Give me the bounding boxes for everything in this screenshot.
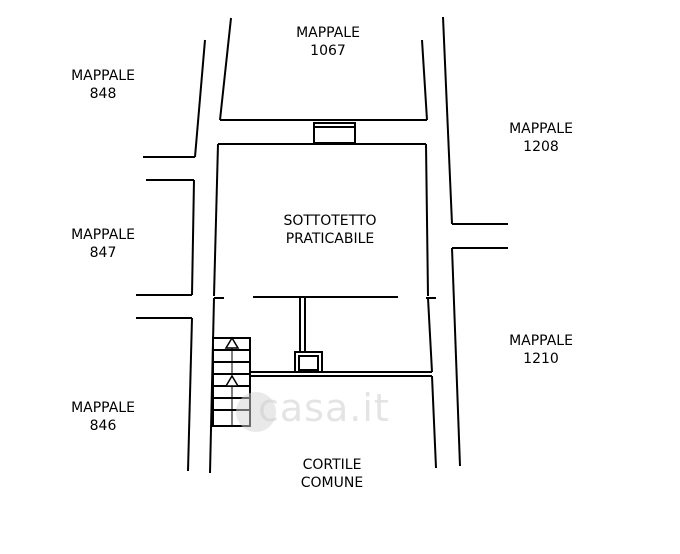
- outer-right-upper: [442, 16, 453, 225]
- outer-left-lower: [187, 317, 193, 472]
- outer-left-mid: [191, 179, 195, 296]
- watermark-logo-icon: [236, 392, 276, 432]
- room-right-wall-upper: [425, 143, 429, 297]
- outer-right-lower: [451, 247, 461, 467]
- room-left-wall-upper: [213, 143, 219, 297]
- watermark: casa.it: [258, 386, 390, 430]
- court-right-wall: [431, 375, 437, 469]
- wall-top-left: [219, 17, 232, 121]
- stair-arrow-icon: [224, 336, 240, 387]
- small-box-inner: [298, 355, 319, 371]
- room-right-wall-lower: [427, 297, 433, 373]
- wall-top-right: [421, 39, 428, 121]
- outer-left-upper: [194, 39, 206, 158]
